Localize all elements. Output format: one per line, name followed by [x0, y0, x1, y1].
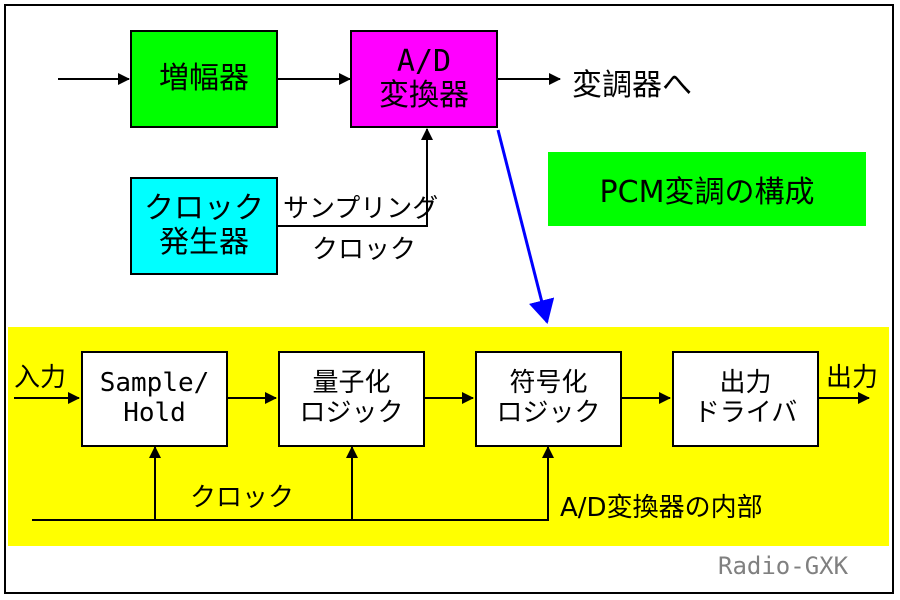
clock-generator-block: クロック 発生器 [130, 177, 278, 275]
output-driver-label-line2: ドライバ [693, 398, 798, 428]
credit-text: Radio-GXK [718, 552, 849, 580]
to-modulator-label: 変調器へ [572, 68, 692, 103]
quantization-logic-block: 量子化 ロジック [278, 351, 425, 447]
sampling-clock-label-line1: サンプリング [283, 194, 439, 224]
output-driver-block: 出力 ドライバ [672, 351, 819, 447]
sample-hold-label-line2: Hold [123, 398, 186, 428]
clock-bus-line [32, 446, 554, 521]
sample-hold-label-line1: Sample/ [99, 368, 210, 399]
clock-gen-label-line1: クロック [144, 190, 264, 226]
output-label: 出力 [826, 363, 879, 393]
diagram-title: PCM変調の構成 [599, 175, 815, 210]
quantization-label-line1: 量子化 [312, 368, 391, 399]
diagram-title-box: PCM変調の構成 [548, 152, 866, 226]
clock-gen-label-line2: 発生器 [159, 225, 249, 260]
sampling-clock-line [277, 128, 433, 227]
output-driver-label-line1: 出力 [719, 368, 772, 399]
encoding-logic-block: 符号化 ロジック [475, 351, 622, 447]
adc-internal-caption: A/D変換器の内部 [560, 493, 763, 523]
quantization-label-line2: ロジック [299, 398, 404, 428]
input-label: 入力 [14, 363, 67, 393]
expand-arrow [496, 129, 555, 324]
amplifier-label: 増幅器 [159, 60, 249, 96]
encoding-label-line1: 符号化 [509, 368, 588, 399]
adc-label-line2: 変換器 [379, 78, 469, 113]
sample-hold-block: Sample/ Hold [81, 351, 228, 447]
amplifier-block: 増幅器 [130, 30, 278, 128]
encoding-label-line2: ロジック [496, 398, 601, 428]
adc-label-line1: A/D [396, 43, 452, 79]
sampling-clock-label-line2: クロック [312, 235, 417, 265]
adc-block: A/D 変換器 [350, 30, 498, 128]
inner-clock-label: クロック [190, 483, 295, 513]
